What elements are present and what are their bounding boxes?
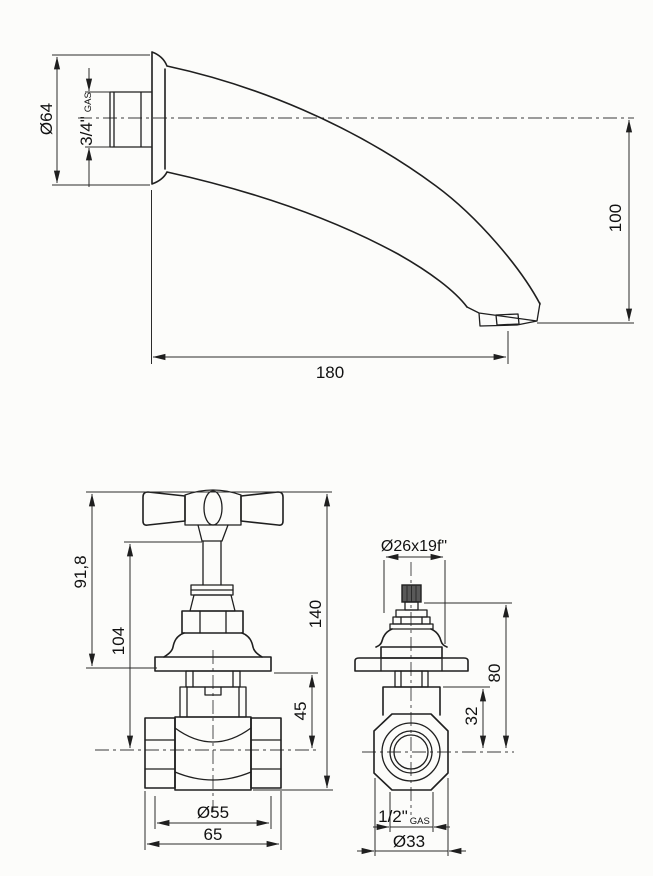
- side-flange-neck: [394, 670, 429, 688]
- spout-view: Ø64 3/4"GAS 100 180: [37, 51, 634, 382]
- handle-left-arm: [142, 491, 186, 526]
- flange-neck-lines: [192, 670, 234, 688]
- handle-hub-oval: [203, 490, 223, 526]
- spout-aerator: [466, 302, 541, 327]
- packing-washer-3: [389, 623, 434, 630]
- handle-right-arm: [240, 491, 284, 526]
- valve-stem: [202, 540, 222, 586]
- handle-hub-base: [197, 524, 229, 542]
- cross-handle: [142, 489, 284, 526]
- right-hex-fitting: [250, 717, 282, 789]
- dimension-label: 104: [109, 627, 128, 655]
- extension-line: [85, 91, 112, 148]
- dim-valve-port-offset: 32: [443, 686, 490, 749]
- dim-valve-broach: Ø26x19f": [381, 538, 447, 644]
- dim-spout-projection: 180: [151, 190, 509, 382]
- left-hex-facets: [144, 739, 176, 770]
- dim-valve-flange-diameter: Ø55: [154, 796, 272, 829]
- extension-line: [389, 792, 434, 832]
- dimension-label: 80: [485, 664, 504, 683]
- dimension-label: Ø64: [37, 103, 56, 135]
- side-wall-flange: [354, 657, 469, 672]
- extension-line: [151, 190, 509, 364]
- dimension-label: Ø26x19f": [381, 538, 447, 555]
- dimension-label: 140: [306, 600, 325, 628]
- extension-line: [154, 796, 272, 829]
- extension-line: [86, 491, 332, 669]
- valve-body: [144, 716, 282, 791]
- dim-valve-inlet-offset: 45: [274, 672, 318, 749]
- dim-spout-drop-height: 100: [537, 119, 634, 324]
- port-octagon: [373, 713, 449, 791]
- dimension-label: Ø55: [197, 803, 229, 822]
- extension-line: [144, 791, 282, 850]
- bonnet-hex-facets: [199, 610, 227, 634]
- body-cast-curves: [174, 727, 252, 781]
- extension-line: [52, 54, 150, 186]
- dimension-label: 65: [204, 825, 223, 844]
- right-hex-facets: [250, 739, 282, 770]
- port-bore-circle: [393, 734, 429, 770]
- valve-side-view: Ø26x19f" 80 32 1/2"GAS: [354, 538, 514, 856]
- side-wall-flange-steps: [380, 657, 443, 672]
- packing-washer-facets: [400, 616, 423, 625]
- dim-spout-flange-diameter: Ø64: [37, 54, 150, 186]
- left-hex-fitting: [144, 717, 176, 789]
- dim-valve-overall-width: 65: [144, 791, 282, 850]
- spout-thread-nipple: [109, 91, 152, 148]
- dim-valve-thread: 1/2"GAS: [373, 792, 450, 832]
- extension-line: [383, 560, 446, 644]
- cartridge-block: [380, 646, 443, 659]
- dim-valve-handle-height: 91,8: [71, 491, 332, 669]
- extension-line: [374, 778, 449, 856]
- stem-neck: [404, 601, 419, 611]
- handle-center: [184, 489, 242, 526]
- splined-stem-knurl: [406, 585, 417, 602]
- spout-outline: [151, 51, 541, 308]
- dimension-label: 91,8: [71, 555, 90, 588]
- side-flange-neck-lines: [400, 670, 423, 688]
- dimension-label: Ø33: [393, 832, 425, 851]
- dim-valve-upper-height: 104: [109, 541, 202, 749]
- port-outer-circle: [381, 722, 441, 782]
- upper-body-lines: [186, 686, 240, 718]
- dimension-label: 100: [606, 204, 625, 232]
- valve-front-view: 91,8 104 140 45 Ø55: [71, 489, 333, 850]
- packing-washer-1: [395, 609, 428, 618]
- cartridge-bell: [375, 628, 448, 648]
- dimension-label: 1/2"GAS: [378, 807, 430, 827]
- body-center: [174, 716, 252, 791]
- dim-valve-overall-depth: 80: [424, 602, 512, 749]
- bonnet-hex-nut: [181, 610, 244, 634]
- bell-skirt: [163, 632, 263, 658]
- packing-washer-2: [392, 616, 431, 625]
- side-body: [382, 686, 441, 716]
- bonnet-cone: [189, 594, 236, 612]
- dim-valve-port-diameter: Ø33: [357, 778, 466, 856]
- dim-valve-overall-height: 140: [253, 493, 333, 791]
- dimension-label: 45: [291, 702, 310, 721]
- dim-spout-thread: 3/4"GAS: [77, 68, 112, 187]
- dimension-label: 180: [316, 363, 344, 382]
- dimension-label: 32: [462, 707, 481, 726]
- dimension-label: 3/4"GAS: [77, 92, 96, 146]
- port-thread-circle: [389, 730, 433, 774]
